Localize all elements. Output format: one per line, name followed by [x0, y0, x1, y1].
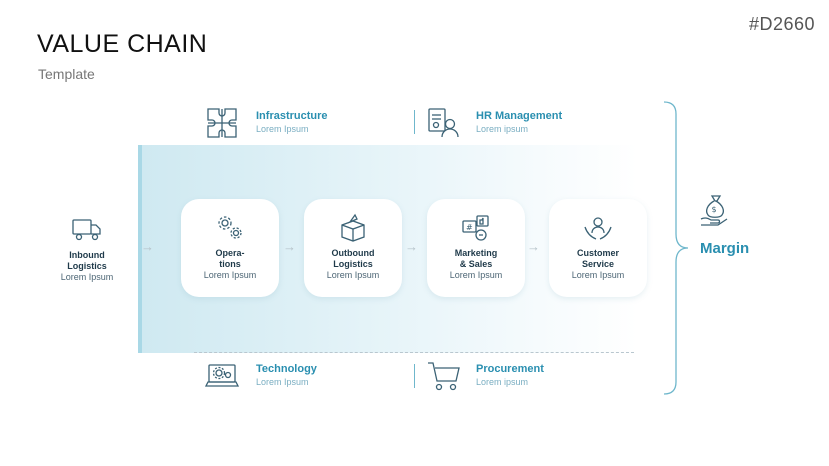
social-media-icon: # — [462, 215, 489, 241]
template-code: #D2660 — [748, 14, 815, 34]
infrastructure-sub: Lorem Ipsum — [256, 124, 309, 134]
inbound-logistics: Inbound Logistics Lorem Ipsum — [52, 218, 122, 283]
svg-text:#: # — [466, 223, 473, 232]
technology-block: Technology Lorem Ipsum — [256, 363, 317, 387]
service-label: Customer Service — [576, 248, 619, 269]
marketing-sub: Lorem Ipsum — [449, 270, 503, 280]
truck-icon — [72, 219, 101, 241]
arrow-icon: → — [527, 239, 540, 254]
hr-sub: Lorem ipsum — [476, 124, 529, 134]
operations-card: Opera- tions Lorem Ipsum — [181, 199, 279, 297]
procurement-block: Procurement Lorem ipsum — [476, 363, 544, 387]
service-sub: Lorem Ipsum — [571, 270, 625, 280]
operations-label: Opera- tions — [215, 248, 245, 269]
operations-sub: Lorem Ipsum — [203, 270, 257, 280]
marketing-label: Marketing & Sales — [454, 248, 498, 269]
arrow-icon: → — [405, 239, 418, 254]
outbound-sub: Lorem Ipsum — [326, 270, 380, 280]
technology-title: Technology — [256, 363, 317, 375]
box-icon — [341, 213, 365, 242]
bottom-divider — [194, 352, 634, 353]
hr-block: HR Management Lorem ipsum — [476, 110, 562, 134]
infrastructure-icon — [205, 106, 239, 145]
separator — [414, 364, 415, 388]
gears-icon — [218, 216, 242, 239]
service-card: Customer Service Lorem Ipsum — [549, 199, 647, 297]
procurement-title: Procurement — [476, 363, 544, 375]
marketing-card: # Marketing & Sales Lorem Ipsum — [427, 199, 525, 297]
arrow-icon: → — [141, 239, 154, 254]
money-bag-icon: $ — [700, 192, 730, 231]
margin-brace — [662, 100, 696, 401]
svg-text:$: $ — [712, 205, 717, 214]
technology-sub: Lorem Ipsum — [256, 377, 309, 387]
inbound-sub: Lorem Ipsum — [60, 272, 114, 282]
customer-care-icon — [584, 217, 612, 240]
cart-icon — [427, 360, 461, 397]
technology-icon — [204, 362, 240, 395]
hr-icon — [426, 106, 460, 145]
hr-title: HR Management — [476, 110, 563, 122]
procurement-sub: Lorem ipsum — [476, 377, 529, 387]
page-title: VALUE CHAIN — [37, 30, 208, 58]
infrastructure-block: Infrastructure Lorem Ipsum — [256, 110, 328, 134]
margin-label: Margin — [700, 240, 750, 257]
arrow-icon: → — [283, 239, 296, 254]
separator — [414, 110, 415, 134]
infrastructure-title: Infrastructure — [256, 110, 328, 122]
outbound-card: Outbound Logistics Lorem Ipsum — [304, 199, 402, 297]
page-subtitle: Template — [38, 66, 95, 82]
outbound-label: Outbound Logistics — [331, 248, 375, 269]
inbound-label: Inbound Logistics — [67, 250, 107, 271]
